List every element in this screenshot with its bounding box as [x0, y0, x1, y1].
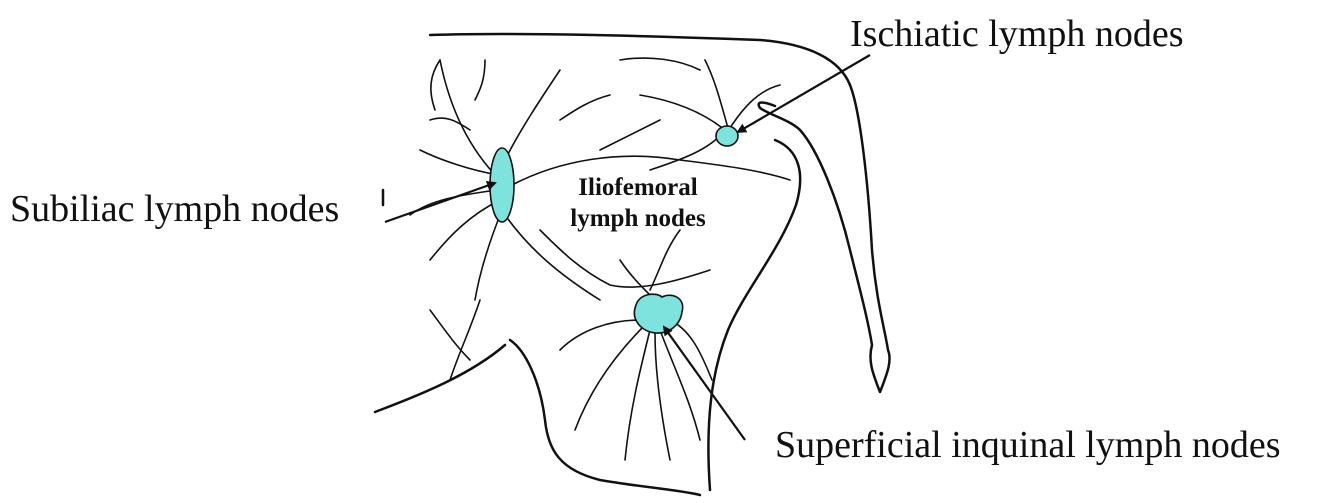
superficial-inguinal-node-shape — [634, 294, 682, 333]
lymph-vessels — [410, 58, 790, 460]
tail-outline — [759, 85, 890, 392]
superficial-inguinal-label: Superficial inquinal lymph nodes — [775, 426, 1281, 464]
subiliac-arrow — [385, 183, 495, 222]
subiliac-label: Subiliac lymph nodes — [10, 190, 339, 228]
subiliac-node-shape — [490, 148, 514, 222]
ischiatic-label: Ischiatic lymph nodes — [850, 15, 1183, 53]
belly-outline — [375, 345, 505, 412]
ischiatic-node-shape — [716, 126, 738, 146]
iliofemoral-label-line2: lymph nodes — [548, 203, 728, 234]
back-line — [430, 34, 850, 85]
ischiatic-arrow — [738, 55, 870, 132]
iliofemoral-label: Iliofemoral lymph nodes — [548, 172, 728, 235]
superficial-inguinal-arrow — [664, 327, 745, 440]
pointer-arrows — [385, 55, 870, 440]
iliofemoral-label-line1: Iliofemoral — [548, 172, 728, 203]
leg-front-outline — [510, 340, 700, 495]
